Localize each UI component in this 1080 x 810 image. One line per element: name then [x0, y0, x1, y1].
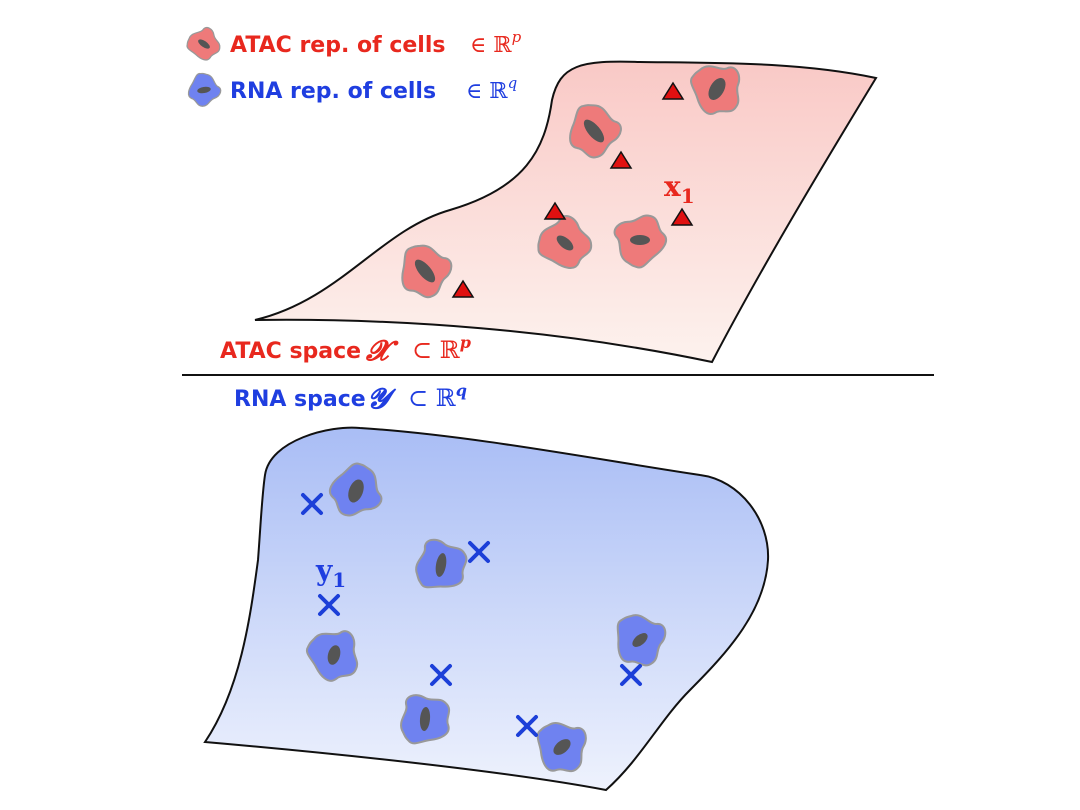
cross-icon: [430, 664, 452, 686]
atac-cell-icon: [611, 211, 672, 272]
atac-manifold: [254, 60, 878, 364]
rna-space-symbol: 𝓨: [367, 382, 397, 415]
rna-space-text: RNA space: [234, 387, 366, 412]
atac-cell-icon: [555, 93, 629, 167]
cross-icon: [468, 541, 490, 563]
atac-cell-icon: [684, 59, 745, 120]
atac-cell-icon: [386, 234, 460, 307]
atac-samples: [451, 81, 694, 298]
legend-atac-cell-icon: [182, 24, 224, 66]
rna-cell-icon: [392, 688, 459, 755]
cross-icon: [318, 594, 340, 616]
atac-sample-label: x1: [664, 170, 695, 208]
triangle-icon: [609, 150, 633, 169]
rna-space-label: RNA space 𝓨 ⊂ ℝq: [234, 381, 467, 415]
atac-cell-icon: [528, 209, 599, 280]
cross-icon: [301, 493, 323, 515]
legend-rna-label: RNA rep. of cells: [230, 79, 436, 104]
rna-sample-label: y1: [315, 554, 346, 592]
rna-cells: [305, 459, 673, 781]
rna-space-subset: ⊂ ℝq: [408, 381, 467, 412]
legend-rna-math: ∈ ℝq: [466, 74, 517, 104]
rna-cell-icon: [526, 714, 593, 781]
atac-space-subset: ⊂ ℝp: [412, 333, 471, 364]
rna-samples: [301, 493, 642, 737]
atac-space-text: ATAC space: [220, 339, 361, 364]
rna-cell-icon: [305, 630, 359, 682]
rna-cell-icon: [602, 604, 673, 675]
rna-cell-icon: [324, 459, 385, 520]
triangle-icon: [543, 201, 567, 220]
atac-space-label: ATAC space 𝓧 ⊂ ℝp: [220, 333, 471, 367]
atac-space-symbol: 𝓧: [365, 334, 399, 367]
legend-atac-math: ∈ ℝp: [470, 28, 522, 58]
triangle-icon: [661, 81, 685, 100]
legend-atac-label: ATAC rep. of cells: [230, 33, 445, 58]
rna-cell-icon: [405, 532, 476, 603]
rna-manifold: [203, 426, 770, 792]
cross-icon: [516, 715, 538, 737]
legend-rna-cell-icon: [181, 67, 225, 112]
cross-icon: [620, 664, 642, 686]
legend: ATAC rep. of cells ∈ ℝp RNA rep. of cell…: [181, 24, 522, 112]
atac-cells: [386, 59, 745, 307]
triangle-icon: [451, 279, 475, 298]
triangle-icon: [670, 207, 694, 226]
